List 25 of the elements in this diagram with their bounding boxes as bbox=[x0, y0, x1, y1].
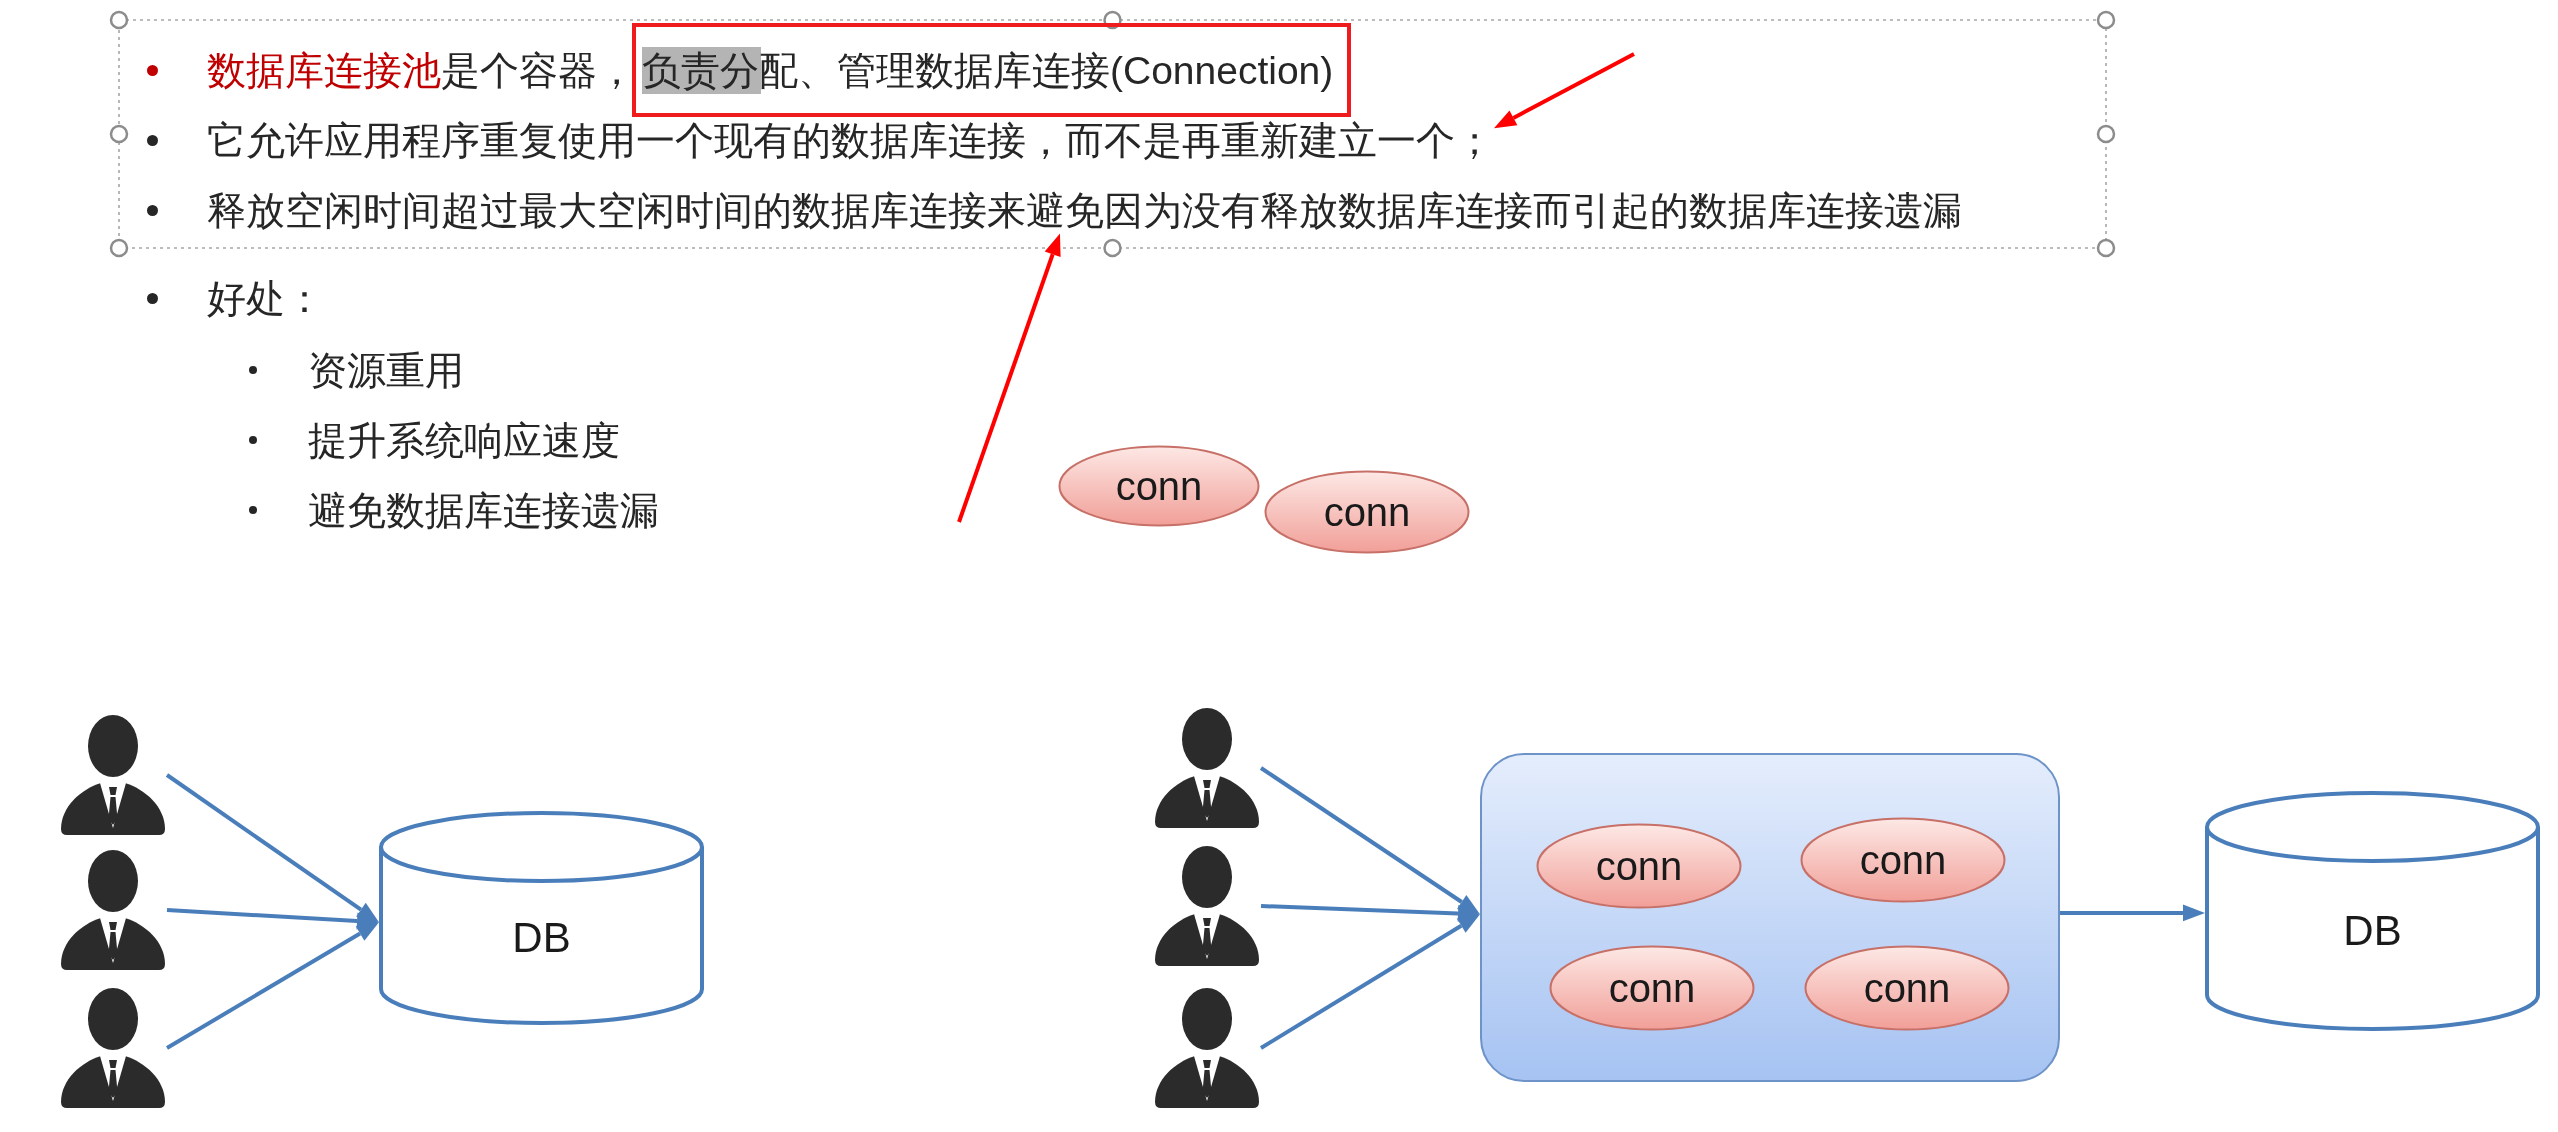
database-cylinder: DB bbox=[2205, 791, 2540, 1031]
connection-ellipse: conn bbox=[1058, 445, 1260, 527]
arrow bbox=[165, 922, 379, 1050]
person-icon bbox=[1153, 708, 1261, 828]
bullet-text: 好处： bbox=[207, 275, 324, 322]
arrow bbox=[1259, 914, 1480, 1050]
bullet-text: 避免数据库连接遗漏 bbox=[308, 487, 659, 534]
arrow bbox=[2060, 904, 2205, 922]
connection-ellipse: conn bbox=[1549, 945, 1755, 1031]
connection-ellipse: conn bbox=[1264, 470, 1470, 554]
bullet-text: 提升系统响应速度 bbox=[308, 417, 620, 464]
connection-ellipse: conn bbox=[1536, 823, 1742, 909]
person-icon bbox=[59, 850, 167, 970]
arrow bbox=[957, 233, 1061, 523]
person-icon bbox=[59, 988, 167, 1108]
bullet-text: 资源重用 bbox=[308, 347, 464, 394]
database-cylinder: DB bbox=[379, 811, 704, 1025]
arrow bbox=[165, 773, 379, 923]
person-icon bbox=[1153, 846, 1261, 966]
pool-container bbox=[1480, 753, 2060, 1082]
connection-ellipse: conn bbox=[1800, 817, 2006, 903]
connection-ellipse: conn bbox=[1804, 945, 2010, 1031]
person-icon bbox=[59, 715, 167, 835]
arrow bbox=[1259, 766, 1480, 915]
person-icon bbox=[1153, 988, 1261, 1108]
